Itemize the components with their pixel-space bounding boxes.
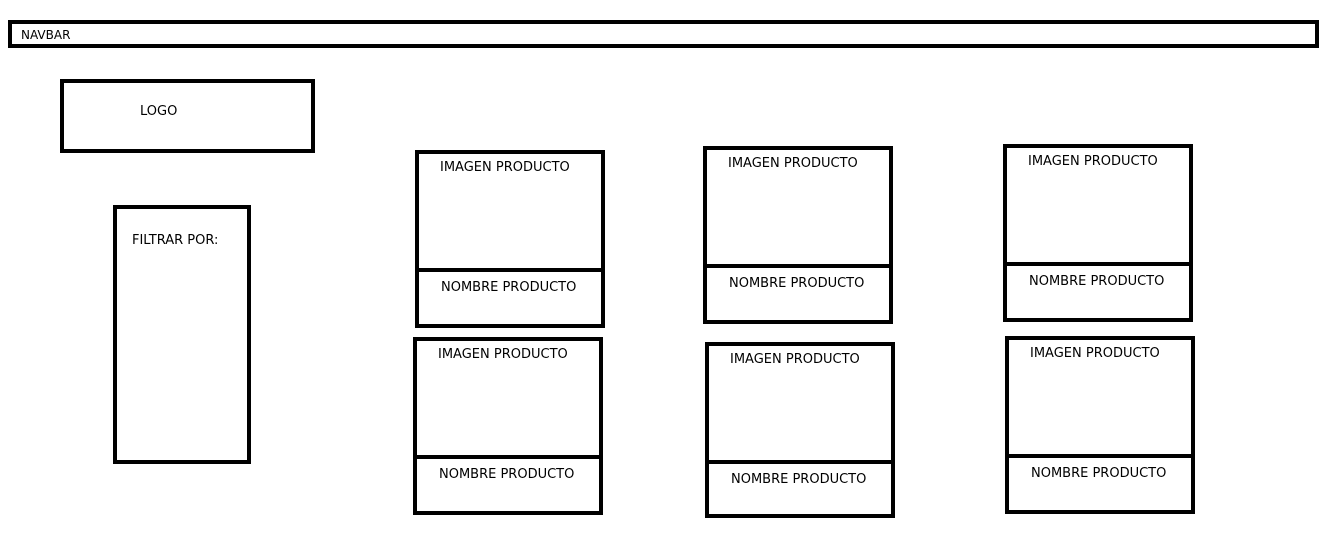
navbar-label: NAVBAR <box>21 28 71 42</box>
card-divider <box>709 460 891 464</box>
product-image-placeholder: IMAGEN PRODUCTO <box>1030 346 1160 361</box>
product-image-placeholder: IMAGEN PRODUCTO <box>440 160 570 175</box>
card-divider <box>1009 454 1191 458</box>
navbar: NAVBAR <box>8 20 1319 48</box>
product-image-placeholder: IMAGEN PRODUCTO <box>1028 154 1158 169</box>
product-image-placeholder: IMAGEN PRODUCTO <box>728 156 858 171</box>
product-card[interactable]: IMAGEN PRODUCTO NOMBRE PRODUCTO <box>1003 144 1193 322</box>
product-name: NOMBRE PRODUCTO <box>1031 466 1167 481</box>
product-card[interactable]: IMAGEN PRODUCTO NOMBRE PRODUCTO <box>705 342 895 518</box>
product-card[interactable]: IMAGEN PRODUCTO NOMBRE PRODUCTO <box>415 150 605 328</box>
product-name: NOMBRE PRODUCTO <box>729 276 865 291</box>
product-card[interactable]: IMAGEN PRODUCTO NOMBRE PRODUCTO <box>703 146 893 324</box>
product-name: NOMBRE PRODUCTO <box>731 472 867 487</box>
product-card[interactable]: IMAGEN PRODUCTO NOMBRE PRODUCTO <box>1005 336 1195 514</box>
product-name: NOMBRE PRODUCTO <box>441 280 577 295</box>
card-divider <box>707 264 889 268</box>
product-name: NOMBRE PRODUCTO <box>439 467 575 482</box>
product-image-placeholder: IMAGEN PRODUCTO <box>438 347 568 362</box>
filter-panel: FILTRAR POR: <box>113 205 251 464</box>
logo-label: LOGO <box>140 104 178 119</box>
logo[interactable]: LOGO <box>60 79 315 153</box>
product-image-placeholder: IMAGEN PRODUCTO <box>730 352 860 367</box>
filter-label: FILTRAR POR: <box>132 233 219 248</box>
product-name: NOMBRE PRODUCTO <box>1029 274 1165 289</box>
product-card[interactable]: IMAGEN PRODUCTO NOMBRE PRODUCTO <box>413 337 603 515</box>
card-divider <box>419 268 601 272</box>
card-divider <box>1007 262 1189 266</box>
card-divider <box>417 455 599 459</box>
